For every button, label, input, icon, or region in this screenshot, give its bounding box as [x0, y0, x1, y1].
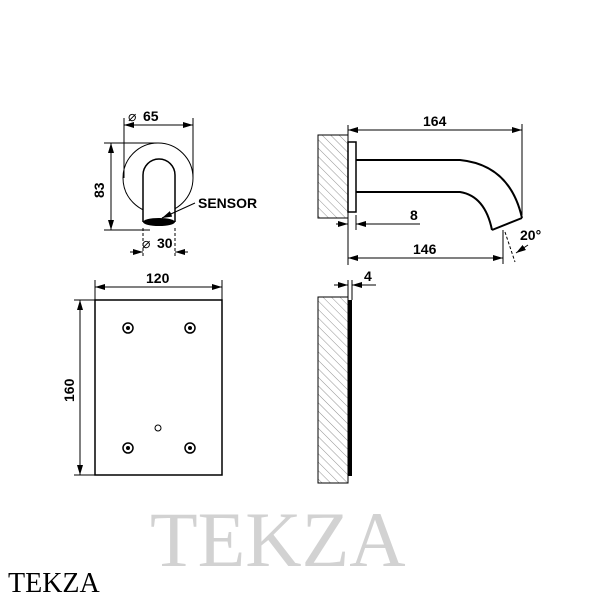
- sensor-ellipse: [143, 218, 175, 226]
- sensor-leader: [161, 202, 196, 219]
- spout-top: [356, 159, 523, 219]
- spout-front: [142, 158, 176, 222]
- side-view: 164 8 146 20°: [317, 113, 541, 265]
- flange: [347, 141, 357, 213]
- dim-83-label: 83: [91, 182, 107, 198]
- spout-bottom: [356, 191, 493, 231]
- plate-side-view: 4: [317, 268, 376, 484]
- wall-section: [317, 134, 349, 219]
- dim-8-label: 8: [410, 207, 418, 223]
- dim-30-label: 30: [157, 235, 173, 251]
- watermark: TEKZA: [150, 496, 406, 583]
- plate-outline: [94, 299, 223, 476]
- brand-logo: TEKZA: [8, 568, 101, 599]
- front-view: 65 ⌀ 83 SENSOR 30 ⌀: [91, 108, 257, 256]
- plate-thickness: [348, 300, 352, 476]
- diameter-symbol: ⌀: [142, 235, 150, 251]
- dim-160-label: 160: [61, 378, 77, 402]
- dim-146-label: 146: [413, 241, 437, 257]
- diameter-symbol: ⌀: [128, 108, 136, 124]
- plate-view: 120 160: [61, 270, 223, 476]
- wall-section-2: [317, 296, 349, 484]
- dim-20-angle-label: 20°: [520, 227, 541, 243]
- dim-4-label: 4: [364, 268, 372, 284]
- dim-65-label: 65: [143, 108, 159, 124]
- sensor-label: SENSOR: [198, 195, 257, 211]
- dim-164-label: 164: [423, 113, 447, 129]
- mounting-holes: [122, 322, 196, 454]
- dim-120-label: 120: [146, 270, 170, 286]
